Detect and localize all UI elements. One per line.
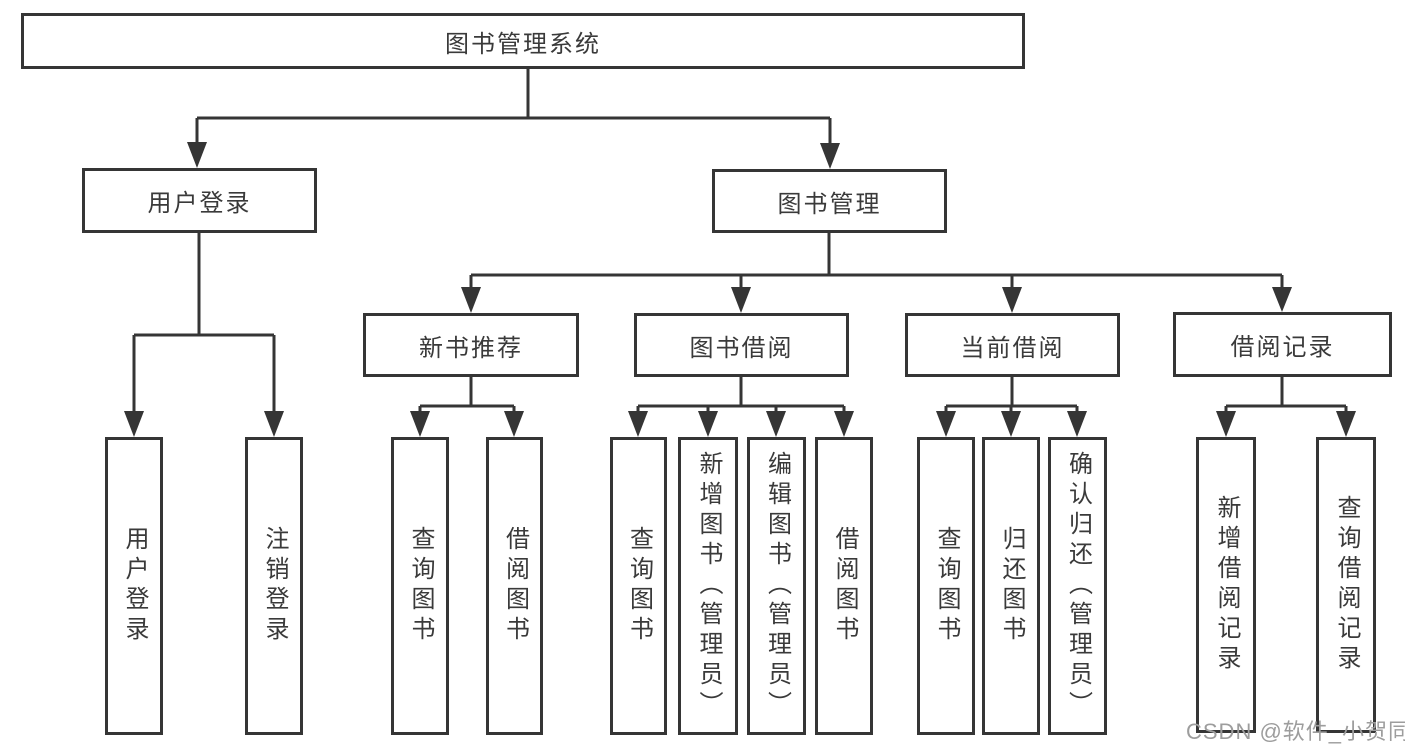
node-book-management: 图书管理 [712, 169, 947, 233]
node-borrowing-records: 借阅记录 [1173, 312, 1392, 377]
leaf-edit-books-admin-label: 编辑图书（管理员） [763, 451, 791, 721]
node-borrowing-records-label: 借阅记录 [1230, 334, 1335, 361]
leaf-borrow-books-borrowing-label: 借阅图书 [831, 526, 858, 646]
node-user-login-label: 用户登录 [147, 190, 252, 217]
leaf-user-login-label: 用户登录 [121, 526, 148, 646]
leaf-logout-login-label: 注销登录 [261, 526, 288, 646]
leaf-query-books-recommend-label: 查询图书 [407, 526, 434, 646]
leaf-user-login: 用户登录 [105, 437, 163, 735]
node-user-login: 用户登录 [82, 168, 317, 233]
leaf-add-books-admin-label: 新增图书（管理员） [695, 451, 722, 721]
node-book-borrowing-label: 图书借阅 [689, 334, 794, 362]
edge-currentborrow-to-leaves [936, 377, 1087, 437]
leaf-query-books-borrowing: 查询图书 [610, 437, 667, 735]
csdn-watermark: CSDN @软件_小贺同学 [1186, 719, 1405, 744]
leaf-query-books-recommend: 查询图书 [391, 437, 449, 735]
leaf-borrow-books-recommend: 借阅图书 [486, 437, 543, 735]
node-book-management-label: 图书管理 [777, 190, 882, 218]
leaf-return-books: 归还图书 [982, 437, 1040, 735]
leaf-confirm-return-admin: 确认归还（管理员） [1048, 437, 1107, 735]
edge-bookmgmt-to-level3 [461, 233, 1292, 313]
node-library-system: 图书管理系统 [21, 13, 1025, 69]
node-library-system-label: 图书管理系统 [445, 30, 601, 58]
edge-bookborrow-to-leaves [628, 377, 854, 437]
node-current-borrowing-label: 当前借阅 [960, 334, 1065, 362]
leaf-query-borrow-record-label: 查询借阅记录 [1333, 495, 1360, 675]
leaf-query-books-current: 查询图书 [917, 437, 975, 735]
node-new-book-recommend-label: 新书推荐 [419, 334, 523, 362]
leaf-query-books-borrowing-label: 查询图书 [625, 526, 653, 646]
node-new-book-recommend: 新书推荐 [363, 313, 579, 377]
leaf-query-books-current-label: 查询图书 [933, 526, 960, 646]
leaf-add-borrow-record-label: 新增借阅记录 [1213, 495, 1240, 675]
node-book-borrowing: 图书借阅 [634, 313, 849, 377]
leaf-borrow-books-recommend-label: 借阅图书 [501, 526, 529, 646]
edge-newbookrec-to-leaves [410, 377, 524, 437]
leaf-borrow-books-borrowing: 借阅图书 [815, 437, 873, 735]
edge-userlogin-to-leaves [124, 233, 284, 437]
leaf-edit-books-admin: 编辑图书（管理员） [747, 437, 806, 735]
leaf-add-borrow-record: 新增借阅记录 [1196, 437, 1256, 733]
leaf-query-borrow-record: 查询借阅记录 [1316, 437, 1376, 733]
leaf-add-books-admin: 新增图书（管理员） [678, 437, 738, 735]
node-current-borrowing: 当前借阅 [905, 313, 1120, 377]
edge-borrowrecords-to-leaves [1216, 377, 1356, 437]
edge-root-to-level2 [187, 69, 840, 169]
leaf-return-books-label: 归还图书 [998, 526, 1025, 646]
leaf-logout-login: 注销登录 [245, 437, 303, 735]
leaf-confirm-return-admin-label: 确认归还（管理员） [1064, 451, 1092, 721]
